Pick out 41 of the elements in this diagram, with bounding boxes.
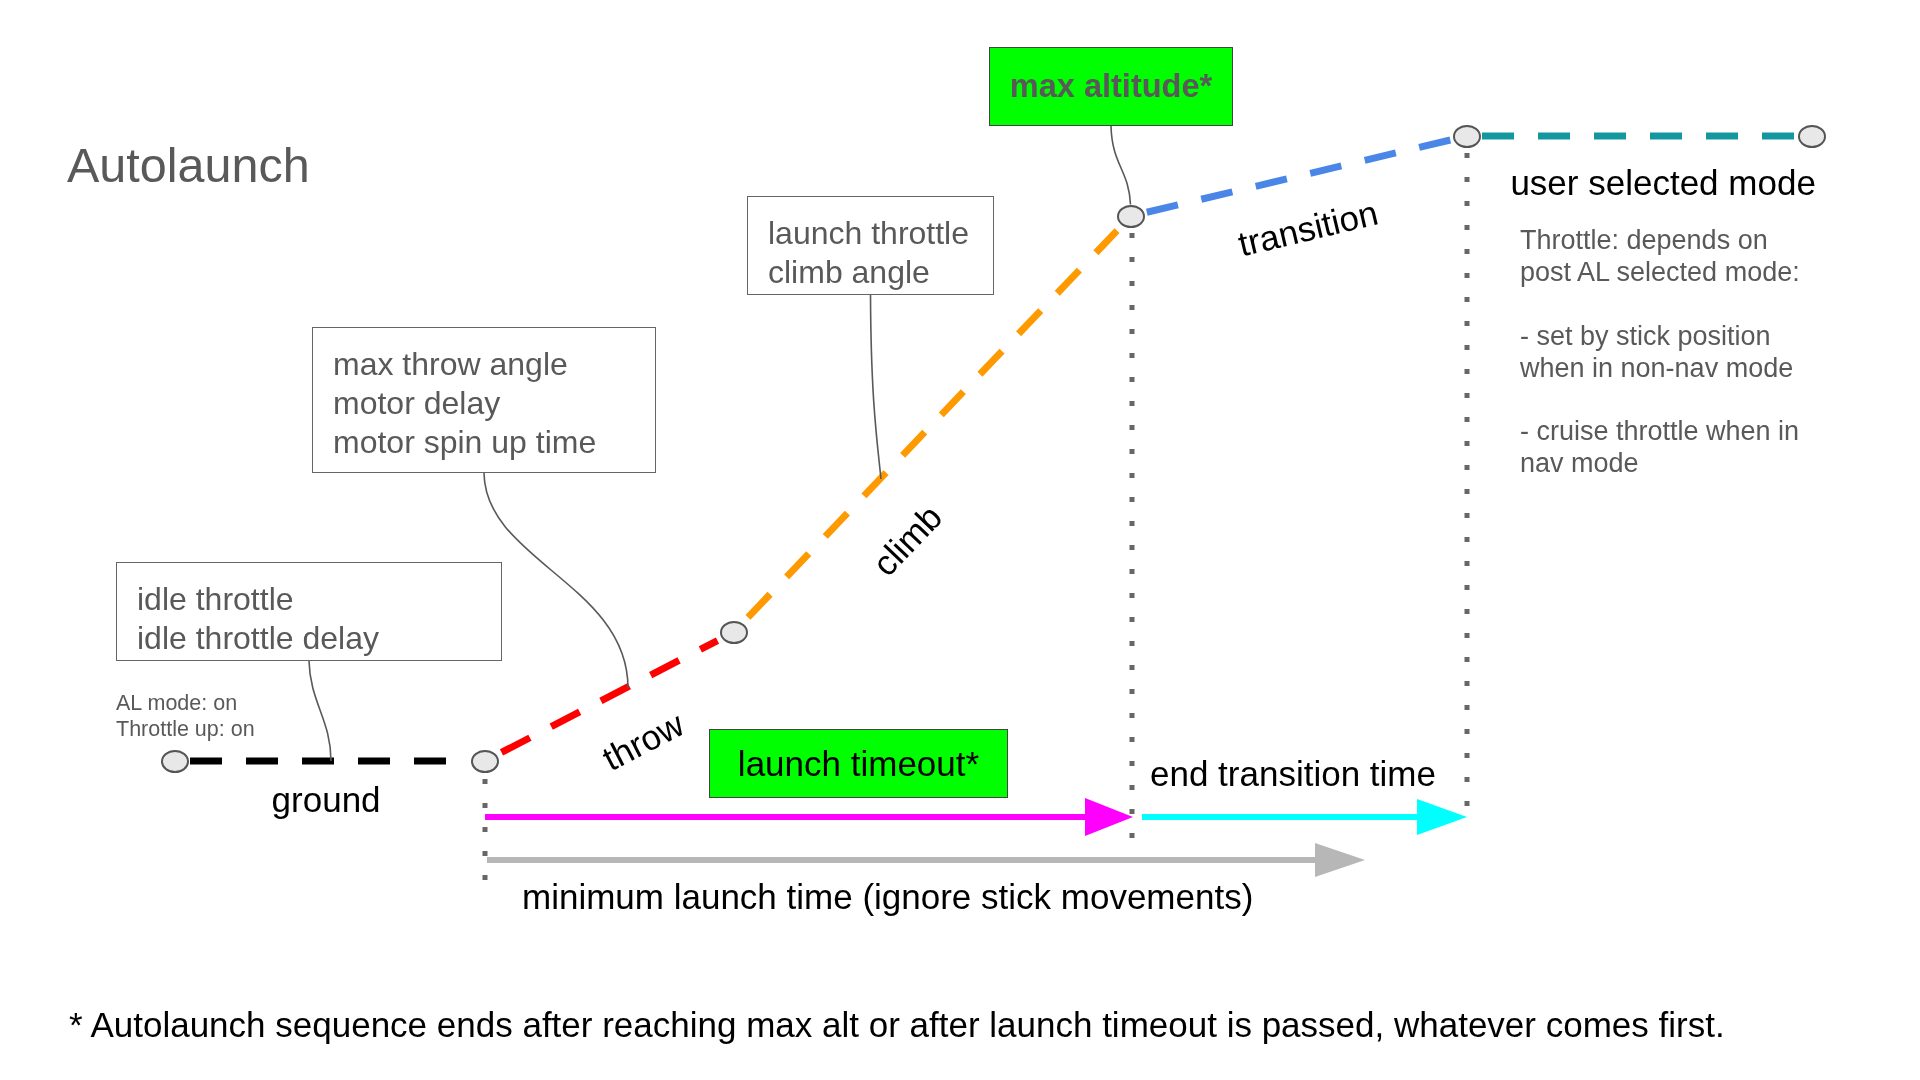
dashed-line [1482,132,1797,140]
note-text: - cruise throttle when in nav mode [1520,415,1801,479]
title: Autolaunch [67,137,310,193]
waypoint-circle [1453,124,1481,148]
waypoint-circle [1117,204,1145,228]
leader-line [869,294,882,480]
edge-label: transition [1235,194,1382,262]
dashed-line [745,228,1120,620]
parameter-box [116,562,502,661]
duration-label: minimum launch time (ignore stick movements) [522,877,1254,917]
waypoint-circle [1798,124,1826,148]
footnote: * Autolaunch sequence ends after reaching max alt or after launch timeout is passed, whatever comes first. [69,1005,1725,1045]
parameter-text: idle throttle delay [137,619,380,658]
dashed-line [1145,136,1453,216]
leader-line [308,660,332,762]
highlight-box [989,47,1233,126]
parameter-text: idle throttle [137,580,295,619]
parameter-text: max throw angle [333,345,569,384]
parameter-box [747,196,994,295]
parameter-text: motor spin up time [333,423,598,462]
leader-line [1110,125,1132,206]
edge-label: throw [597,705,690,777]
highlight-text: max altitude* [1009,68,1213,105]
highlight-text: launch timeout* [737,743,980,784]
highlight-box [709,729,1008,798]
leader-line [483,472,629,689]
note-text: - set by stick position when in non-nav mode [1520,320,1795,384]
waypoint-circle [161,749,189,773]
waypoint-circle [471,749,499,773]
waypoint-circle [720,620,748,644]
status-text: AL mode: on [116,690,238,716]
note-text: Throttle: depends on post AL selected mode: [1520,224,1801,288]
parameter-text: launch throttle [768,214,970,253]
dashed-line [499,637,720,756]
parameter-box [312,327,656,473]
parameter-text: climb angle [768,253,931,292]
duration-label: end transition time [1150,754,1436,794]
edge-label: ground [271,781,381,817]
parameter-text: motor delay [333,384,502,423]
edge-label: user selected mode [1510,164,1816,200]
status-text: Throttle up: on [116,716,255,742]
